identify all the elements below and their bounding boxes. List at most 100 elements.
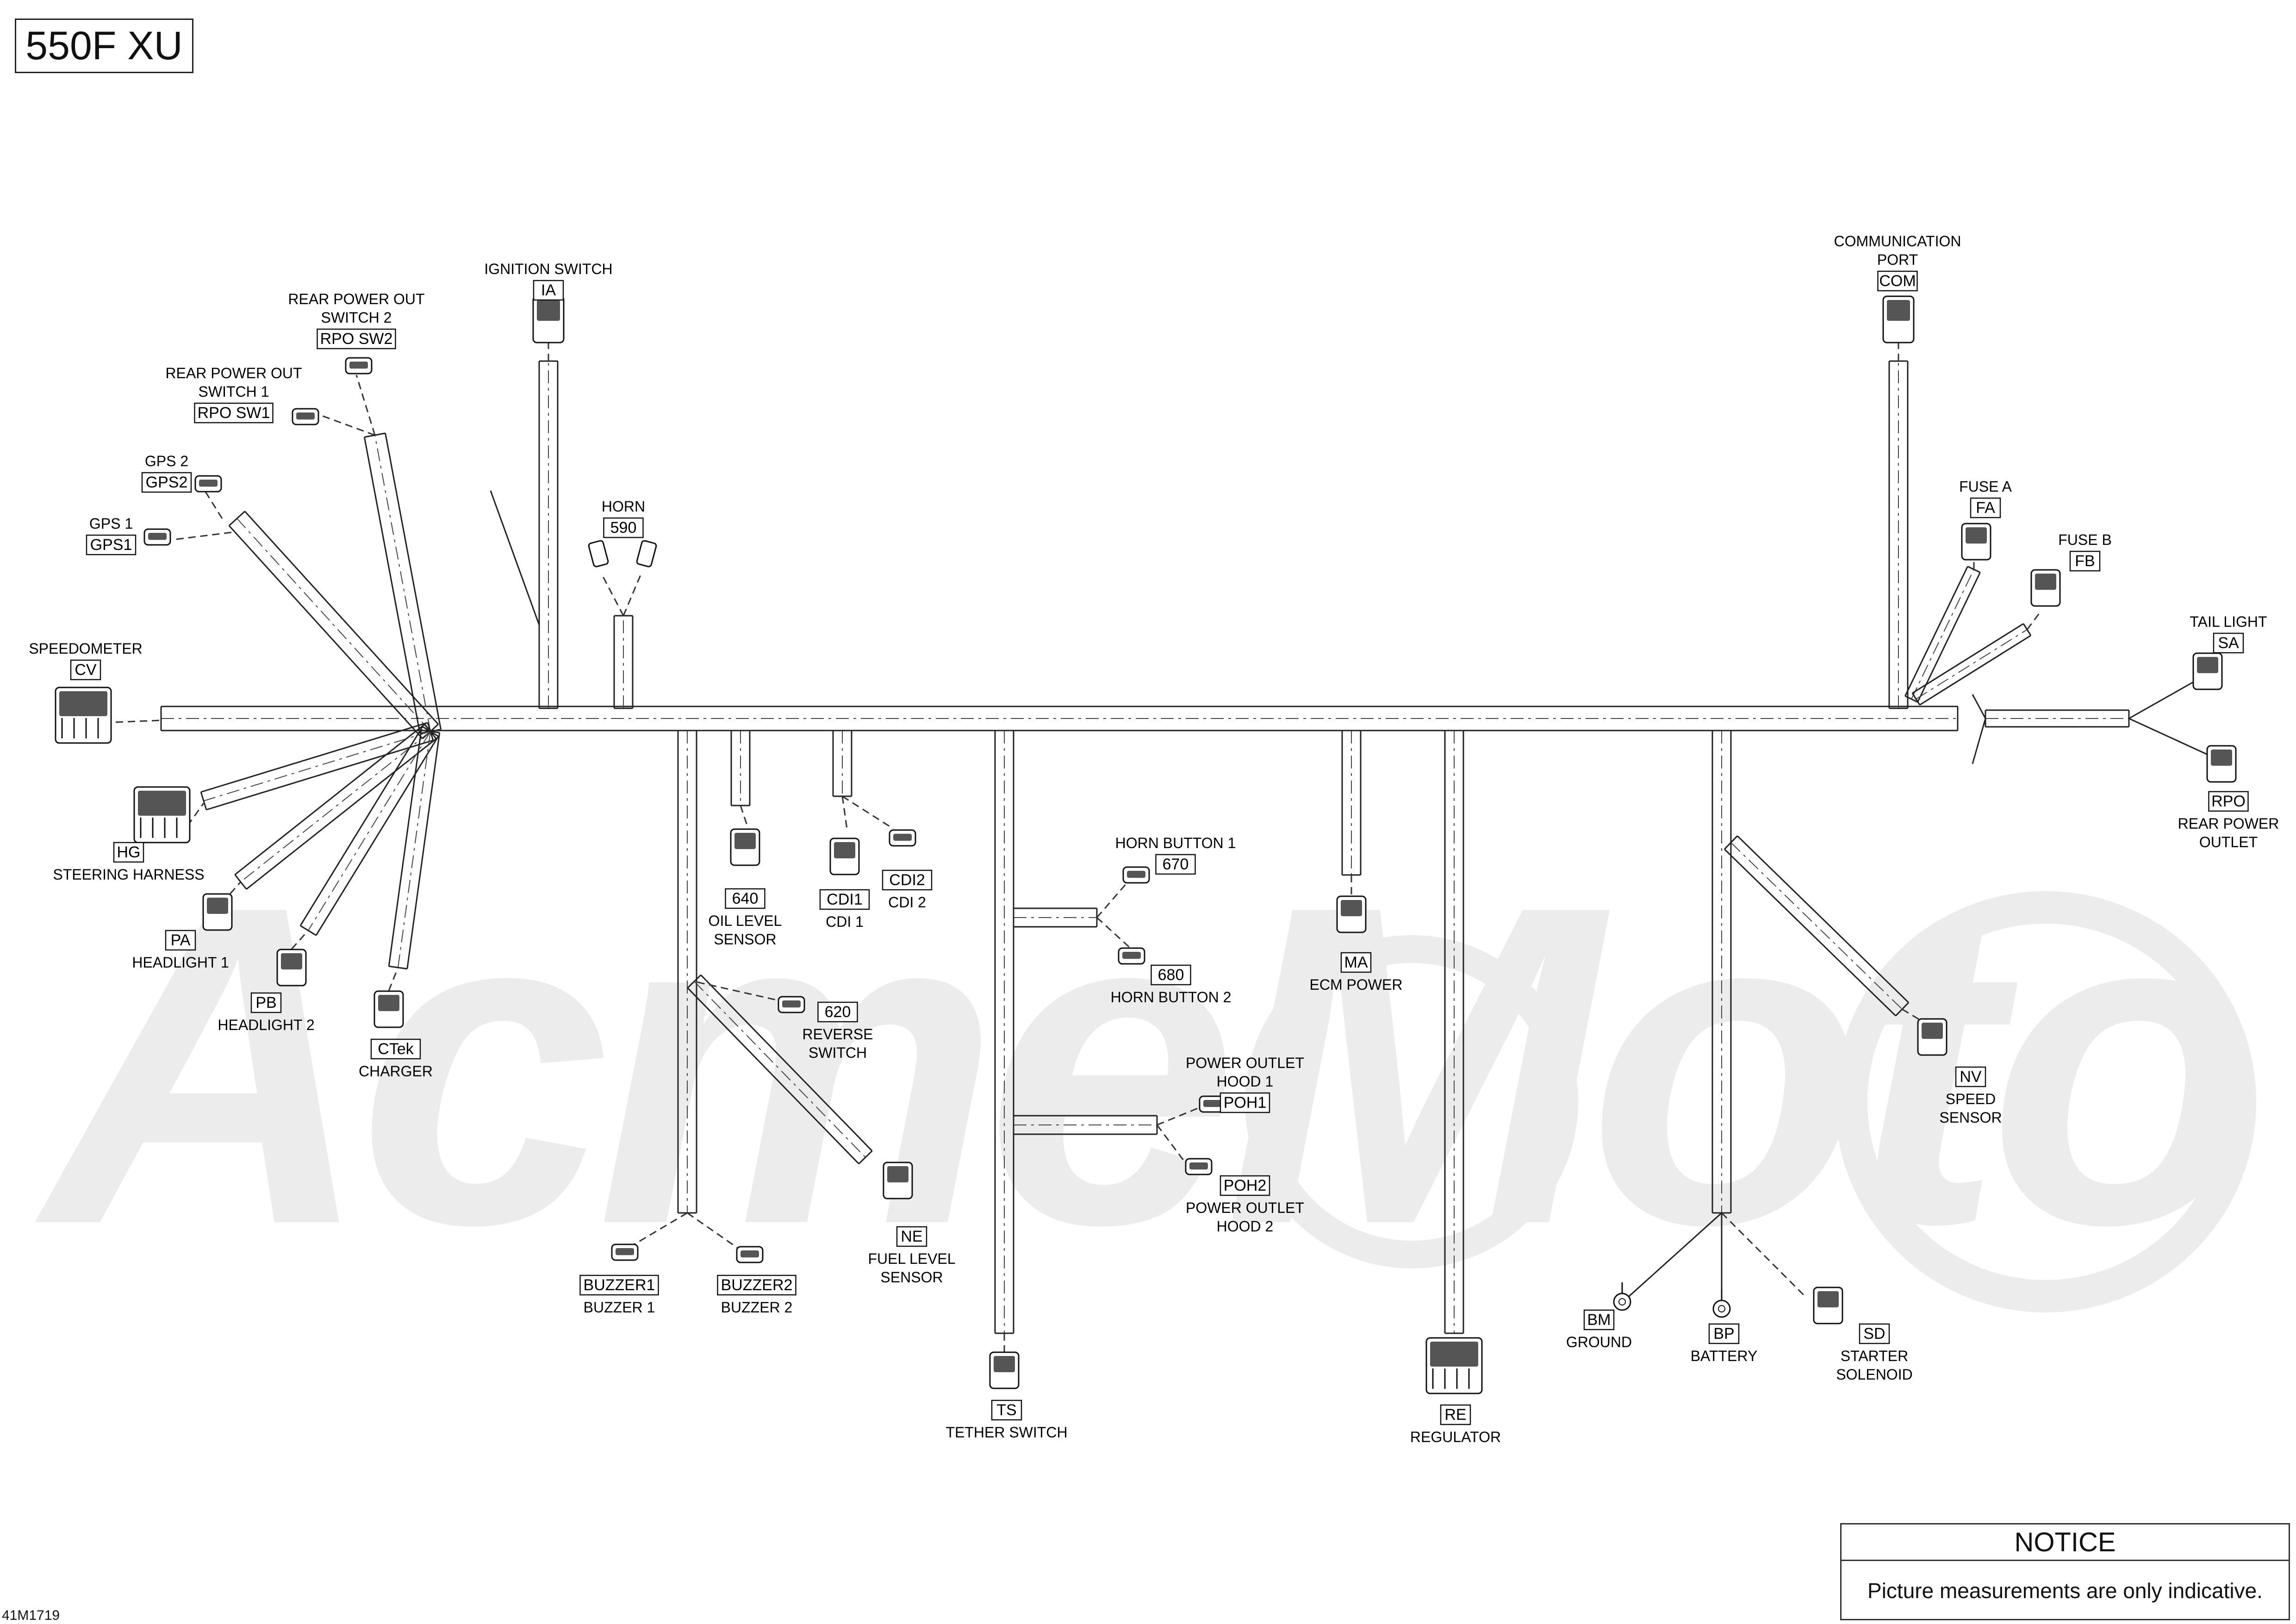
connector-code-box <box>86 534 137 556</box>
connector-code-box <box>2213 632 2244 654</box>
connector-code-box <box>882 869 933 891</box>
connector-name: HOOD 1 <box>1217 1073 1274 1090</box>
connector-name: FUSE A <box>1959 478 2012 495</box>
connector-code: POH1 <box>1224 1094 1267 1112</box>
lead-wire <box>1157 1103 1208 1126</box>
connector-code: GPS1 <box>90 536 132 554</box>
harness-branch <box>677 730 697 1214</box>
connector-name: REAR POWER <box>2178 815 2279 832</box>
connector-code-box <box>70 659 101 681</box>
connector-code-box <box>533 280 564 301</box>
lead-wire <box>601 574 624 616</box>
harness-branch <box>613 615 634 709</box>
lead-wire <box>694 981 787 1003</box>
connector-code-box <box>991 1399 1022 1421</box>
harness-branch <box>1888 360 1909 709</box>
connector-code: BUZZER2 <box>721 1276 793 1294</box>
connector-code-box <box>725 888 765 909</box>
lead-wire <box>622 574 642 616</box>
connector-code-box <box>1340 952 1372 973</box>
harness-branch <box>1341 730 1362 876</box>
connector-code-box <box>819 889 870 910</box>
connector-code-box <box>250 992 282 1013</box>
connector-code: BP <box>1713 1325 1734 1343</box>
connector-code: MA <box>1344 954 1368 971</box>
connector-code: CTek <box>378 1040 414 1058</box>
connector-code: NV <box>1960 1068 1982 1086</box>
connector-code: NE <box>901 1228 922 1245</box>
connector-name: GPS 2 <box>145 453 188 469</box>
connector-code: IA <box>541 281 556 299</box>
connector-name: STARTER <box>1841 1348 1908 1364</box>
connector-name: HORN <box>602 498 645 515</box>
harness-branch <box>1985 709 2130 728</box>
notice-box: NOTICE Picture measurements are only ind… <box>1840 1523 2290 1620</box>
connector-code: 590 <box>610 519 637 537</box>
lead-wire <box>291 930 309 950</box>
connector-code-box <box>1955 1066 1986 1087</box>
lead-wire <box>1902 1008 1926 1024</box>
harness-branch <box>363 432 442 734</box>
connector-name: OIL LEVEL <box>709 912 782 929</box>
connector-code-box <box>1220 1175 1270 1196</box>
connector-name: REAR POWER OUT <box>165 365 302 381</box>
connector-name: HEADLIGHT 2 <box>218 1017 314 1033</box>
lead-wire <box>1096 917 1135 952</box>
connector-code-box <box>896 1226 927 1247</box>
connector-code: RPO <box>2211 793 2246 810</box>
connector-code-box <box>579 1274 659 1296</box>
connector-code-box <box>1583 1309 1615 1330</box>
connector-name: GROUND <box>1566 1334 1632 1350</box>
connector-code: 680 <box>1158 966 1184 984</box>
connector-code-box <box>2208 791 2249 812</box>
connector-name: POWER OUTLET <box>1186 1199 1304 1216</box>
harness-branch <box>1724 835 1910 1017</box>
connector-code-box <box>194 402 274 424</box>
connector-name: HOOD 2 <box>1217 1218 1274 1235</box>
connector-code-box <box>1155 854 1196 875</box>
connector-code-box <box>717 1274 796 1296</box>
connector-code-box <box>113 842 144 863</box>
harness-branch <box>228 511 439 739</box>
connector-name: FUEL LEVEL <box>868 1250 955 1267</box>
connector-code-box <box>1151 964 1191 986</box>
lead-wire <box>842 795 894 830</box>
connector-name: TAIL LIGHT <box>2190 613 2267 630</box>
lead-wire <box>1721 1212 1806 1297</box>
lead-wire <box>1096 874 1135 918</box>
notice-message: Picture measurements are only indicative… <box>1867 1579 2263 1603</box>
connector-code-box <box>1440 1404 1471 1425</box>
connector-code: COM <box>1879 272 1916 290</box>
wire <box>2128 718 2208 756</box>
connector-code-box <box>1970 497 2001 518</box>
connector-ground: BM GROUND <box>1566 1282 1632 1350</box>
wire <box>1628 1212 1723 1297</box>
model-title: 550F XU <box>15 19 193 73</box>
connector-name: HEADLIGHT 1 <box>132 954 229 971</box>
connector-code: FB <box>2075 552 2095 570</box>
connector-name: REGULATOR <box>1410 1429 1501 1445</box>
harness-branch <box>1444 730 1464 1334</box>
ring-terminal-icon <box>1712 1299 1731 1318</box>
connector-code: TS <box>996 1401 1016 1419</box>
connector-code-box <box>1708 1323 1740 1344</box>
lead-wire <box>355 375 376 436</box>
harness-branch <box>994 730 1014 1334</box>
lead-wire <box>175 531 232 540</box>
connector-code: BM <box>1587 1311 1611 1329</box>
